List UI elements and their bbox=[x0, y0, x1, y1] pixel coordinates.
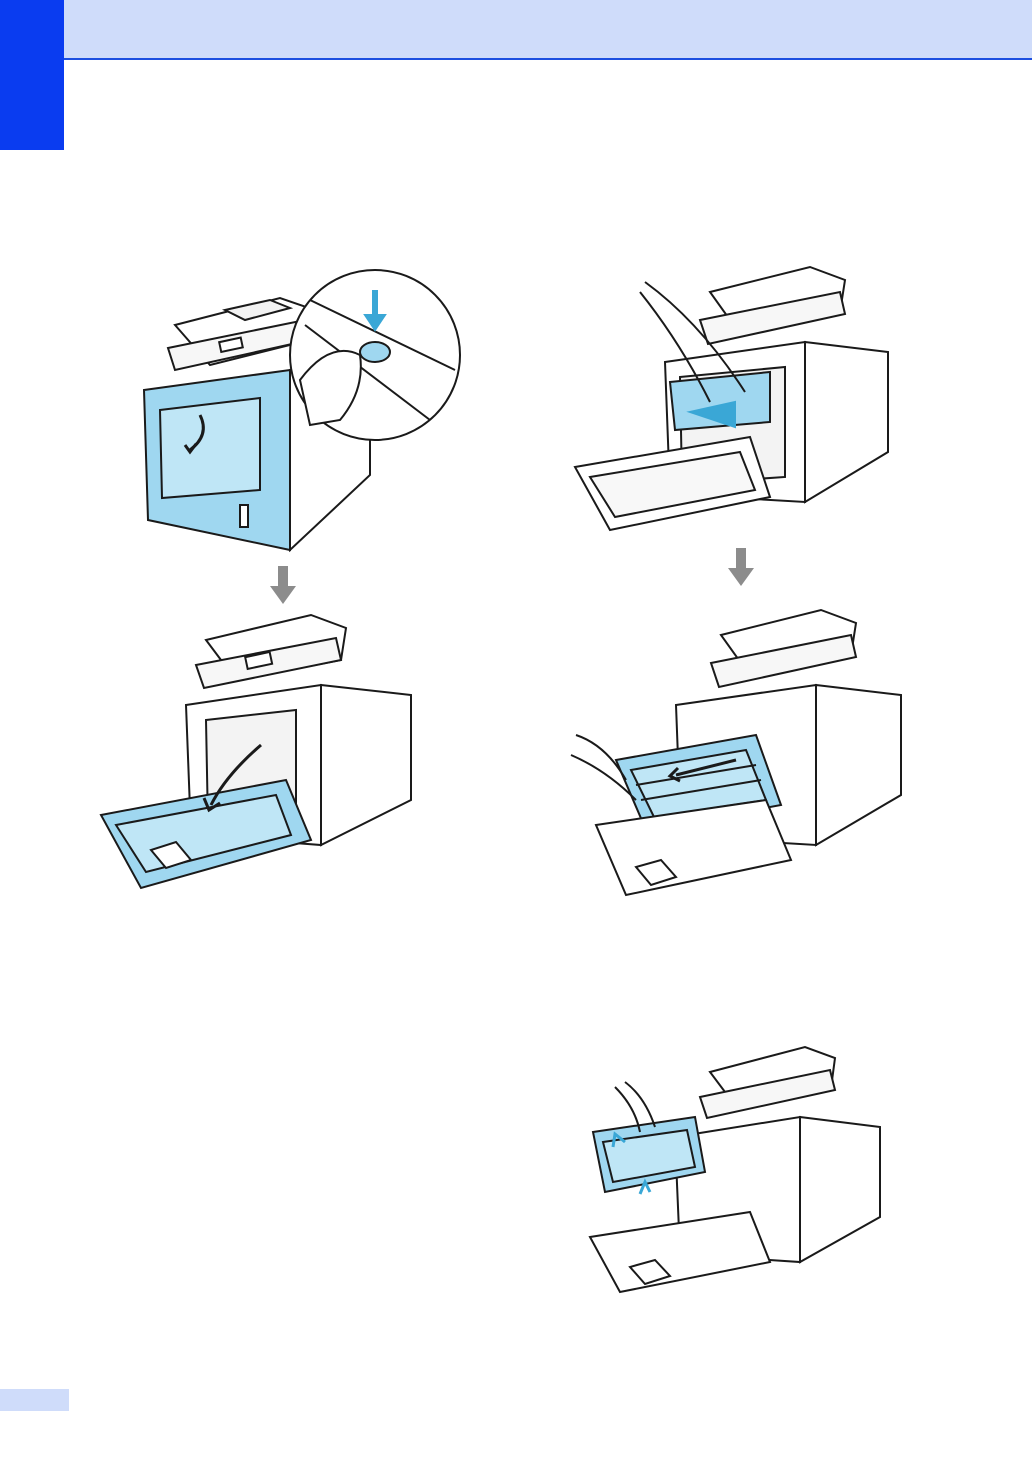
illustration-drum-handle bbox=[570, 262, 895, 537]
arrow-down-icon bbox=[726, 548, 756, 588]
printer-icon bbox=[101, 615, 411, 888]
header-band bbox=[0, 0, 1032, 60]
chapter-tab bbox=[0, 0, 64, 150]
printer-icon bbox=[571, 610, 901, 895]
printer-icon bbox=[575, 267, 888, 530]
illustration-open-front-cover bbox=[96, 610, 426, 900]
illustration-lift-drum-unit bbox=[585, 1042, 885, 1297]
footer-tab bbox=[0, 1389, 69, 1411]
printer-icon bbox=[590, 1047, 880, 1292]
illustration-pull-drum-unit bbox=[566, 605, 911, 900]
arrow-down-icon bbox=[268, 566, 298, 606]
illustration-press-release-button bbox=[130, 260, 470, 560]
zoom-callout bbox=[290, 270, 460, 440]
